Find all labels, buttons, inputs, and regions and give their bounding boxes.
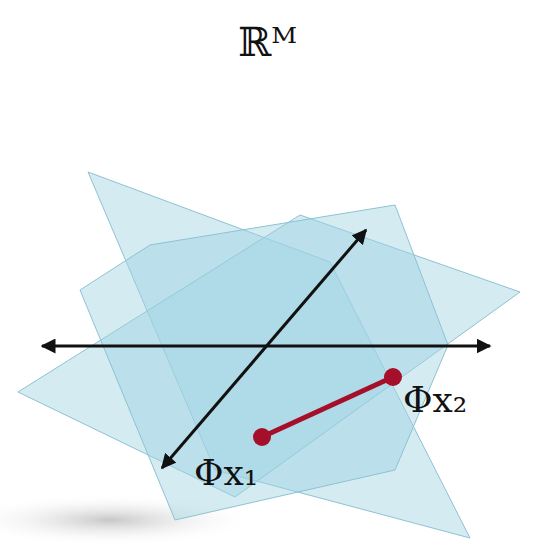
point-label: Φx₂ bbox=[403, 382, 467, 418]
point bbox=[253, 428, 271, 446]
space-title: ℝᴹ bbox=[238, 22, 297, 62]
axis bbox=[162, 230, 366, 468]
point bbox=[384, 368, 402, 386]
point-label: Φx₁ bbox=[194, 455, 258, 491]
plane bbox=[80, 205, 448, 520]
segment bbox=[262, 377, 393, 437]
